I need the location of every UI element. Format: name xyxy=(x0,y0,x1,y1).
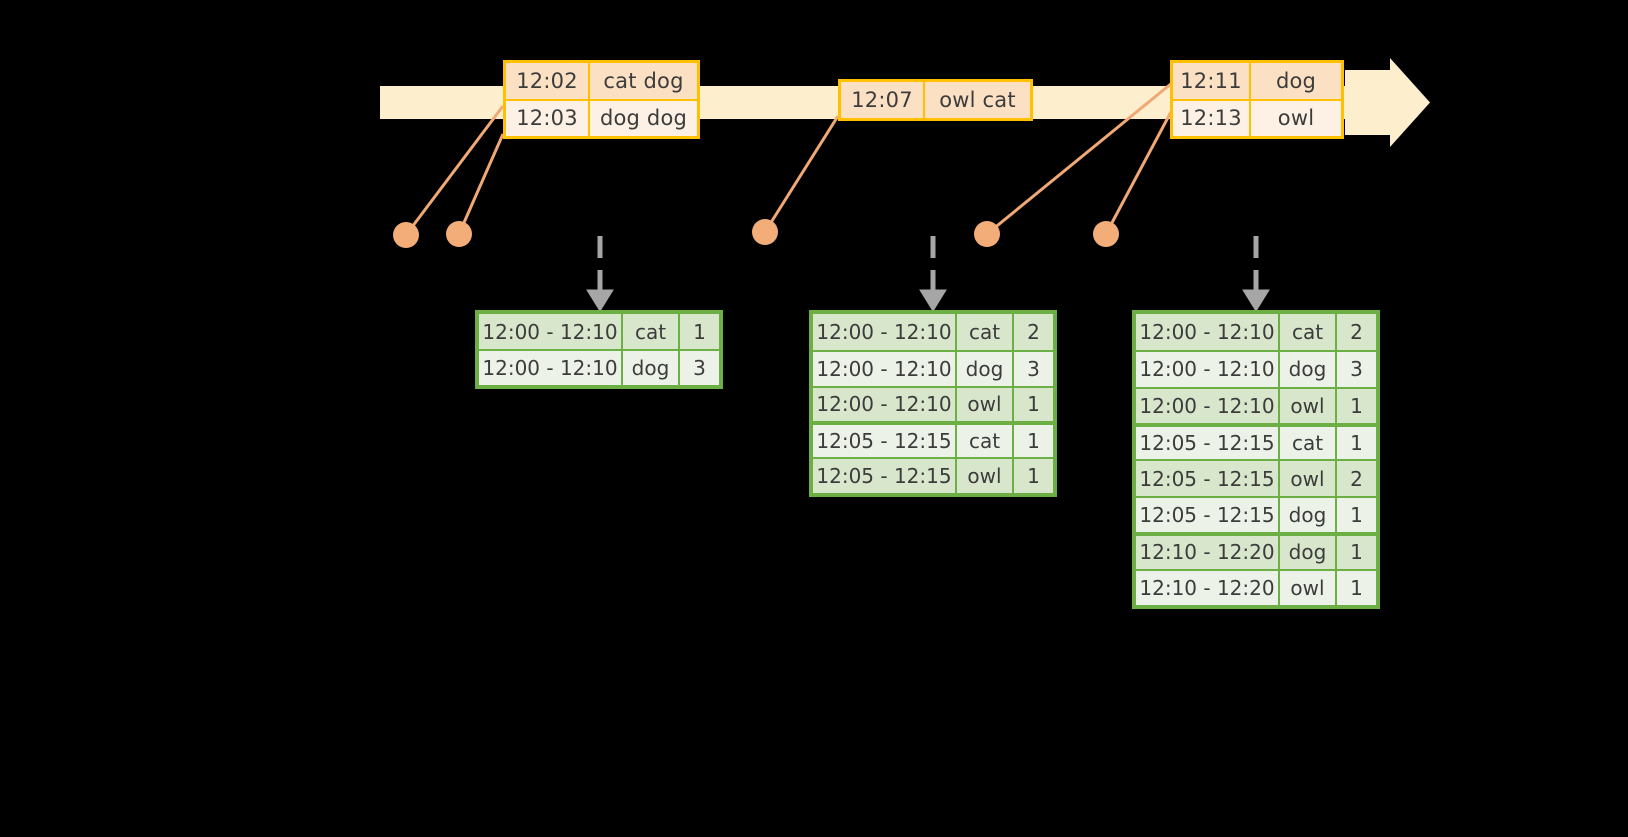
word-cell: owl xyxy=(1280,388,1337,424)
count-cell: 2 xyxy=(1027,319,1040,344)
event-group-1: 12:02 cat dog 12:03 dog dog xyxy=(503,60,700,139)
count-cell: 1 xyxy=(1027,392,1040,417)
window-cell: 12:10 - 12:20 xyxy=(1136,536,1280,569)
connector-line-3 xyxy=(763,115,840,233)
event-words: dog dog xyxy=(599,106,688,131)
count-cell: 1 xyxy=(1350,393,1363,418)
word-cell: dog xyxy=(623,351,680,385)
word-cell: cat xyxy=(1280,314,1337,351)
count-cell: 3 xyxy=(1027,356,1040,381)
window-cell: 12:00 - 12:10 xyxy=(1136,314,1280,351)
connector-line-1 xyxy=(404,105,505,236)
table-row: 12:05 - 12:15 owl 1 xyxy=(813,457,1053,493)
result-table-3: 12:00 - 12:10 cat 2 12:00 - 12:10 dog 3 … xyxy=(1132,310,1380,609)
table-row: 12:00 - 12:10 dog 3 xyxy=(813,349,1053,386)
table-row: 12:05 - 12:15 cat 1 xyxy=(1136,423,1376,460)
word-cell: owl xyxy=(957,387,1014,422)
word-cell: cat xyxy=(623,314,680,350)
count-cell: 1 xyxy=(1350,502,1363,527)
word-cell: cat xyxy=(957,425,1014,458)
event-row: 12:03 dog dog xyxy=(506,98,697,136)
count-cell: 1 xyxy=(1350,431,1363,456)
dashed-arrow-to-table-2 xyxy=(919,236,947,312)
event-time: 12:11 xyxy=(1173,63,1251,99)
table-row: 12:05 - 12:15 cat 1 xyxy=(813,421,1053,458)
table-row: 12:00 - 12:10 cat 1 xyxy=(479,314,719,350)
table-row: 12:00 - 12:10 dog 3 xyxy=(479,349,719,385)
connector-dot-4 xyxy=(974,221,1000,247)
word-cell: dog xyxy=(957,351,1014,386)
window-cell: 12:05 - 12:15 xyxy=(1136,461,1280,496)
table-row: 12:00 - 12:10 owl 1 xyxy=(1136,386,1376,424)
connector-dots xyxy=(393,219,1119,248)
word-cell: owl xyxy=(1280,570,1337,605)
count-cell: 2 xyxy=(1350,466,1363,491)
dashed-arrows xyxy=(586,236,1270,312)
table-row: 12:05 - 12:15 dog 1 xyxy=(1136,495,1376,533)
table-row: 12:10 - 12:20 dog 1 xyxy=(1136,532,1376,569)
event-group-2: 12:07 owl cat xyxy=(838,79,1033,121)
window-cell: 12:05 - 12:15 xyxy=(813,459,957,493)
event-words: dog xyxy=(1275,68,1317,93)
word-cell: dog xyxy=(1280,352,1337,387)
window-cell: 12:10 - 12:20 xyxy=(1136,570,1280,605)
event-time: 12:03 xyxy=(506,100,590,136)
connector-dot-1 xyxy=(393,222,419,248)
count-cell: 3 xyxy=(693,356,706,381)
window-cell: 12:05 - 12:15 xyxy=(1136,427,1280,460)
window-cell: 12:00 - 12:10 xyxy=(813,314,957,350)
connector-line-5 xyxy=(1104,109,1174,235)
connector-dot-2 xyxy=(446,221,472,247)
dashed-arrow-to-table-3 xyxy=(1242,236,1270,312)
window-cell: 12:00 - 12:10 xyxy=(479,351,623,385)
count-cell: 1 xyxy=(1027,464,1040,489)
dashed-arrow-to-table-1 xyxy=(586,236,614,312)
word-cell: owl xyxy=(1280,461,1337,496)
event-words: owl xyxy=(1277,106,1315,131)
event-row: 12:07 owl cat xyxy=(841,82,1030,118)
event-row: 12:13 owl xyxy=(1173,98,1341,136)
window-cell: 12:05 - 12:15 xyxy=(813,425,957,458)
event-words: owl cat xyxy=(939,88,1016,112)
table-row: 12:00 - 12:10 cat 2 xyxy=(813,314,1053,350)
window-cell: 12:00 - 12:10 xyxy=(1136,388,1280,424)
table-row: 12:10 - 12:20 owl 1 xyxy=(1136,568,1376,605)
count-cell: 1 xyxy=(1027,429,1040,454)
table-row: 12:00 - 12:10 owl 1 xyxy=(813,385,1053,422)
event-group-3: 12:11 dog 12:13 owl xyxy=(1170,60,1344,139)
count-cell: 1 xyxy=(1350,575,1363,600)
event-time: 12:07 xyxy=(841,82,925,118)
window-cell: 12:00 - 12:10 xyxy=(813,387,957,422)
word-cell: dog xyxy=(1280,497,1337,533)
count-cell: 3 xyxy=(1350,357,1363,382)
connector-line-2 xyxy=(457,133,505,235)
word-cell: owl xyxy=(957,459,1014,493)
connector-dot-5 xyxy=(1093,221,1119,247)
word-cell: dog xyxy=(1280,536,1337,569)
table-row: 12:05 - 12:15 owl 2 xyxy=(1136,459,1376,496)
count-cell: 1 xyxy=(1350,540,1363,565)
event-row: 12:02 cat dog xyxy=(506,63,697,99)
result-table-2: 12:00 - 12:10 cat 2 12:00 - 12:10 dog 3 … xyxy=(809,310,1057,497)
result-table-1: 12:00 - 12:10 cat 1 12:00 - 12:10 dog 3 xyxy=(475,310,723,389)
window-cell: 12:05 - 12:15 xyxy=(1136,497,1280,533)
window-cell: 12:00 - 12:10 xyxy=(813,351,957,386)
table-row: 12:00 - 12:10 cat 2 xyxy=(1136,314,1376,351)
word-cell: cat xyxy=(1280,427,1337,460)
count-cell: 1 xyxy=(693,319,706,344)
event-words: cat dog xyxy=(603,68,684,93)
table-row: 12:00 - 12:10 dog 3 xyxy=(1136,350,1376,387)
word-cell: cat xyxy=(957,314,1014,350)
event-time: 12:02 xyxy=(506,63,590,99)
window-cell: 12:00 - 12:10 xyxy=(1136,352,1280,387)
window-cell: 12:00 - 12:10 xyxy=(479,314,623,350)
connector-dot-3 xyxy=(752,219,778,245)
event-time: 12:13 xyxy=(1173,100,1251,136)
count-cell: 2 xyxy=(1350,320,1363,345)
event-row: 12:11 dog xyxy=(1173,63,1341,99)
